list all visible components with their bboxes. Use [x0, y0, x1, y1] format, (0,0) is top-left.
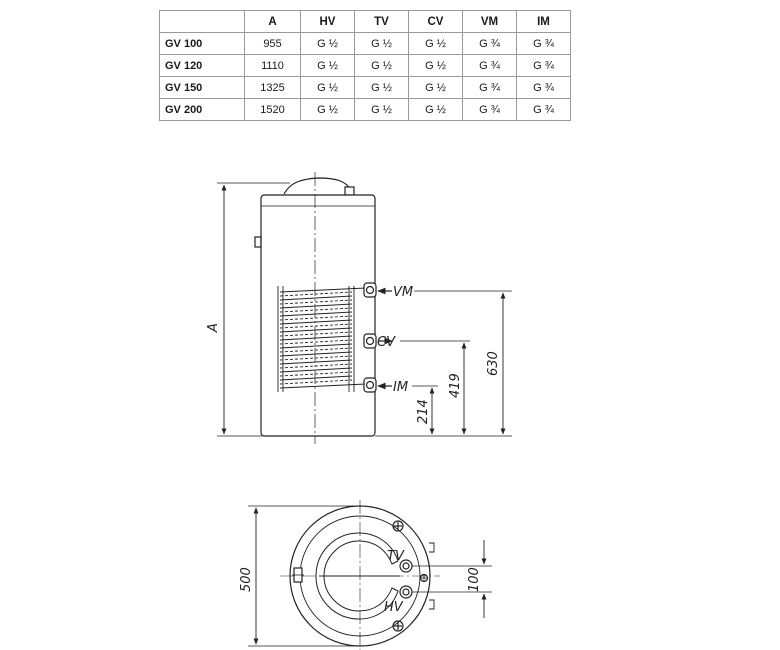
model-cell: GV 200 [159, 98, 245, 121]
bolt-top [392, 520, 404, 532]
cv-label: CV [377, 335, 396, 350]
tv-label: TV [387, 549, 405, 564]
dimension-214-label: 214 [416, 399, 431, 424]
hv-connection [399, 585, 413, 599]
table-cell: G ½ [300, 76, 355, 99]
dimension-419-label: 419 [448, 373, 463, 398]
top-fitting [344, 186, 355, 196]
table-row: GV 120 1110 G ½ G ½ G ½ G ¾ G ¾ [159, 54, 571, 77]
dimension-500-label: 500 [239, 567, 254, 592]
table-cell: 1110 [244, 54, 301, 77]
header-cell-im: IM [516, 10, 571, 33]
header-cell-hv: HV [300, 10, 355, 33]
side-fitting [254, 236, 262, 248]
cv-nozzle [363, 333, 377, 349]
coil-opening [315, 532, 399, 620]
dimension-100-label: 100 [467, 567, 482, 592]
hv-label: HV [384, 600, 404, 615]
vm-label: VM [393, 285, 413, 300]
connection-spec-table: A HV TV CV VM IM GV 100 955 G ½ G ½ G ½ … [159, 10, 571, 121]
vm-nozzle [363, 282, 377, 298]
table-row: GV 200 1520 G ½ G ½ G ½ G ¾ G ¾ [159, 98, 571, 121]
table-cell: G ½ [300, 98, 355, 121]
im-nozzle [363, 377, 377, 393]
bolt-bottom [392, 620, 404, 632]
dimension-a-label: A [206, 323, 221, 333]
table-cell: G ½ [408, 98, 463, 121]
table-cell: 955 [244, 32, 301, 55]
table-cell: G ¾ [516, 98, 571, 121]
tank-body [260, 194, 376, 437]
dimension-630-label: 630 [486, 351, 501, 376]
top-view [248, 500, 492, 650]
side-view [217, 172, 512, 444]
heat-exchanger-coil [277, 286, 367, 392]
table-header-row: A HV TV CV VM IM [159, 10, 571, 33]
table-cell: G ¾ [516, 76, 571, 99]
im-label: IM [393, 380, 408, 395]
tank-top-cap [283, 177, 351, 195]
table-cell: G ¾ [516, 54, 571, 77]
